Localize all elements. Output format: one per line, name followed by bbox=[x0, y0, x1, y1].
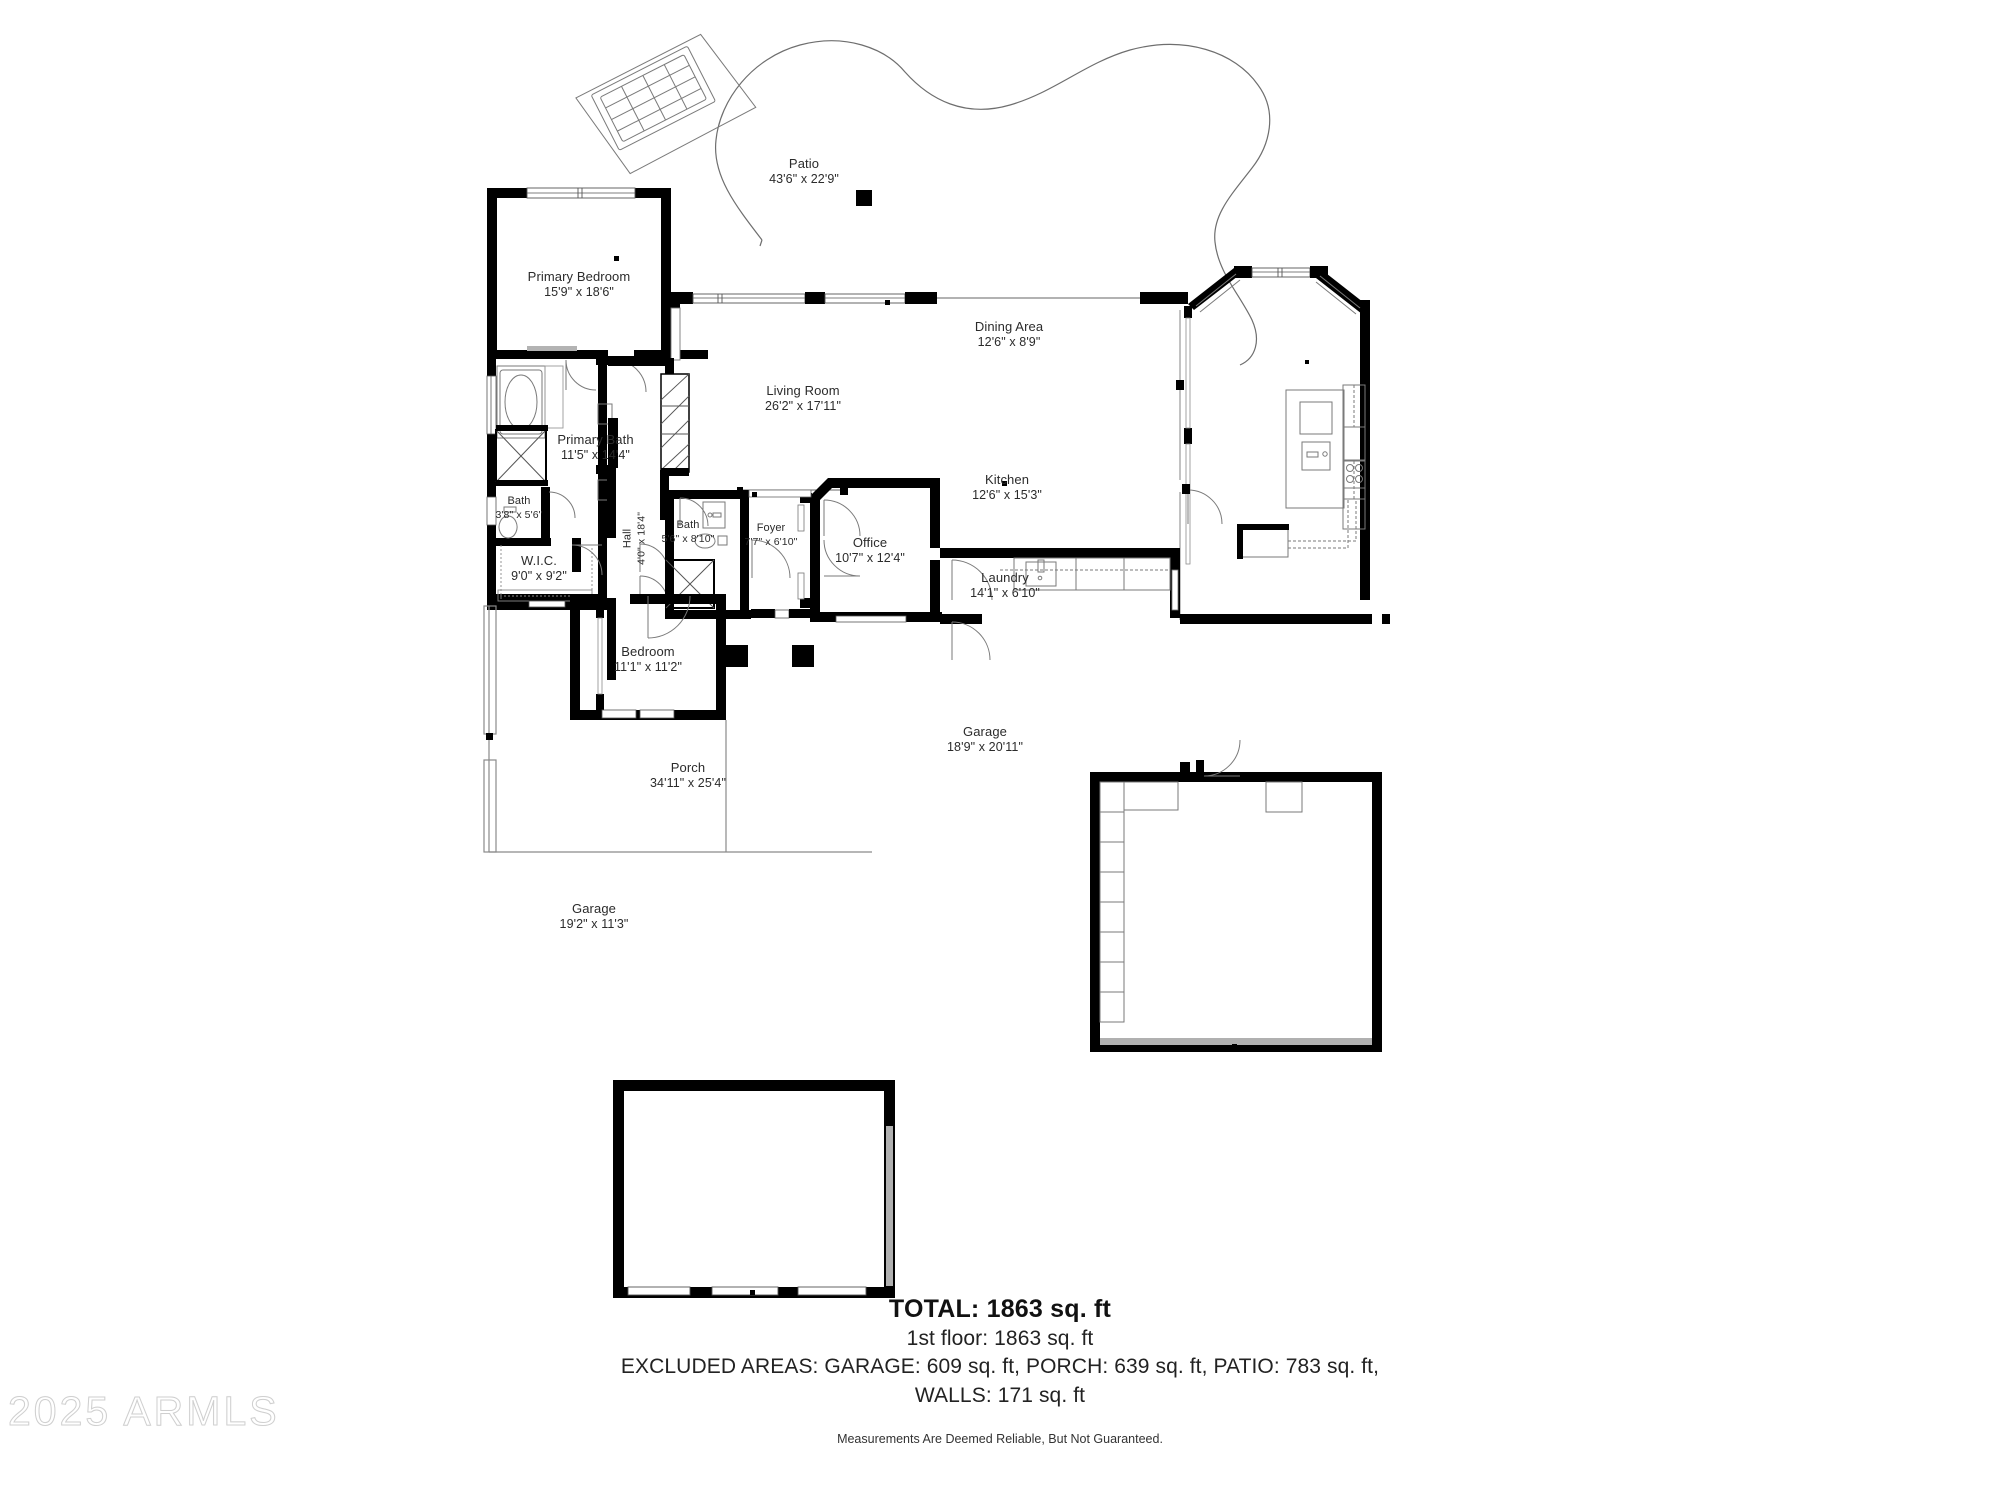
hall-walls bbox=[607, 468, 669, 680]
bedroom-walls bbox=[570, 594, 748, 720]
patio-outline bbox=[714, 40, 1271, 366]
porch-post-1 bbox=[792, 645, 814, 667]
bedroom-post bbox=[726, 645, 748, 667]
primary-bedroom-walls bbox=[487, 187, 708, 360]
first-floor-area: 1st floor: 1863 sq. ft bbox=[906, 1327, 1094, 1350]
total-area: TOTAL: 1863 sq. ft bbox=[888, 1295, 1112, 1323]
foyer-bath2-walls bbox=[665, 489, 813, 619]
garage-main-walls bbox=[1090, 739, 1382, 1052]
measurement-disclaimer: Measurements Are Deemed Reliable, But No… bbox=[837, 1432, 1163, 1446]
patio-furniture bbox=[575, 33, 757, 175]
excluded-areas-line-1: EXCLUDED AREAS: GARAGE: 609 sq. ft, PORC… bbox=[620, 1355, 1380, 1378]
dining-kitchen-walls bbox=[1180, 266, 1372, 624]
laundry-walls bbox=[940, 484, 1223, 661]
dimension-ticks bbox=[598, 256, 1309, 1295]
garage-second-walls bbox=[613, 1080, 895, 1298]
patio-marker bbox=[856, 190, 872, 206]
excluded-areas-line-2: WALLS: 171 sq. ft bbox=[914, 1383, 1086, 1407]
primary-bath-walls bbox=[486, 350, 670, 603]
bath-hall-walls bbox=[486, 483, 576, 596]
porch-outline bbox=[483, 605, 872, 853]
armls-watermark: 2025 ARMLS bbox=[8, 1388, 280, 1435]
office-walls bbox=[797, 478, 942, 623]
primary-bedroom-sill bbox=[527, 346, 577, 351]
living-room-walls bbox=[660, 292, 1188, 620]
area-summary: TOTAL: 1863 sq. ft 1st floor: 1863 sq. f… bbox=[0, 1295, 2000, 1408]
